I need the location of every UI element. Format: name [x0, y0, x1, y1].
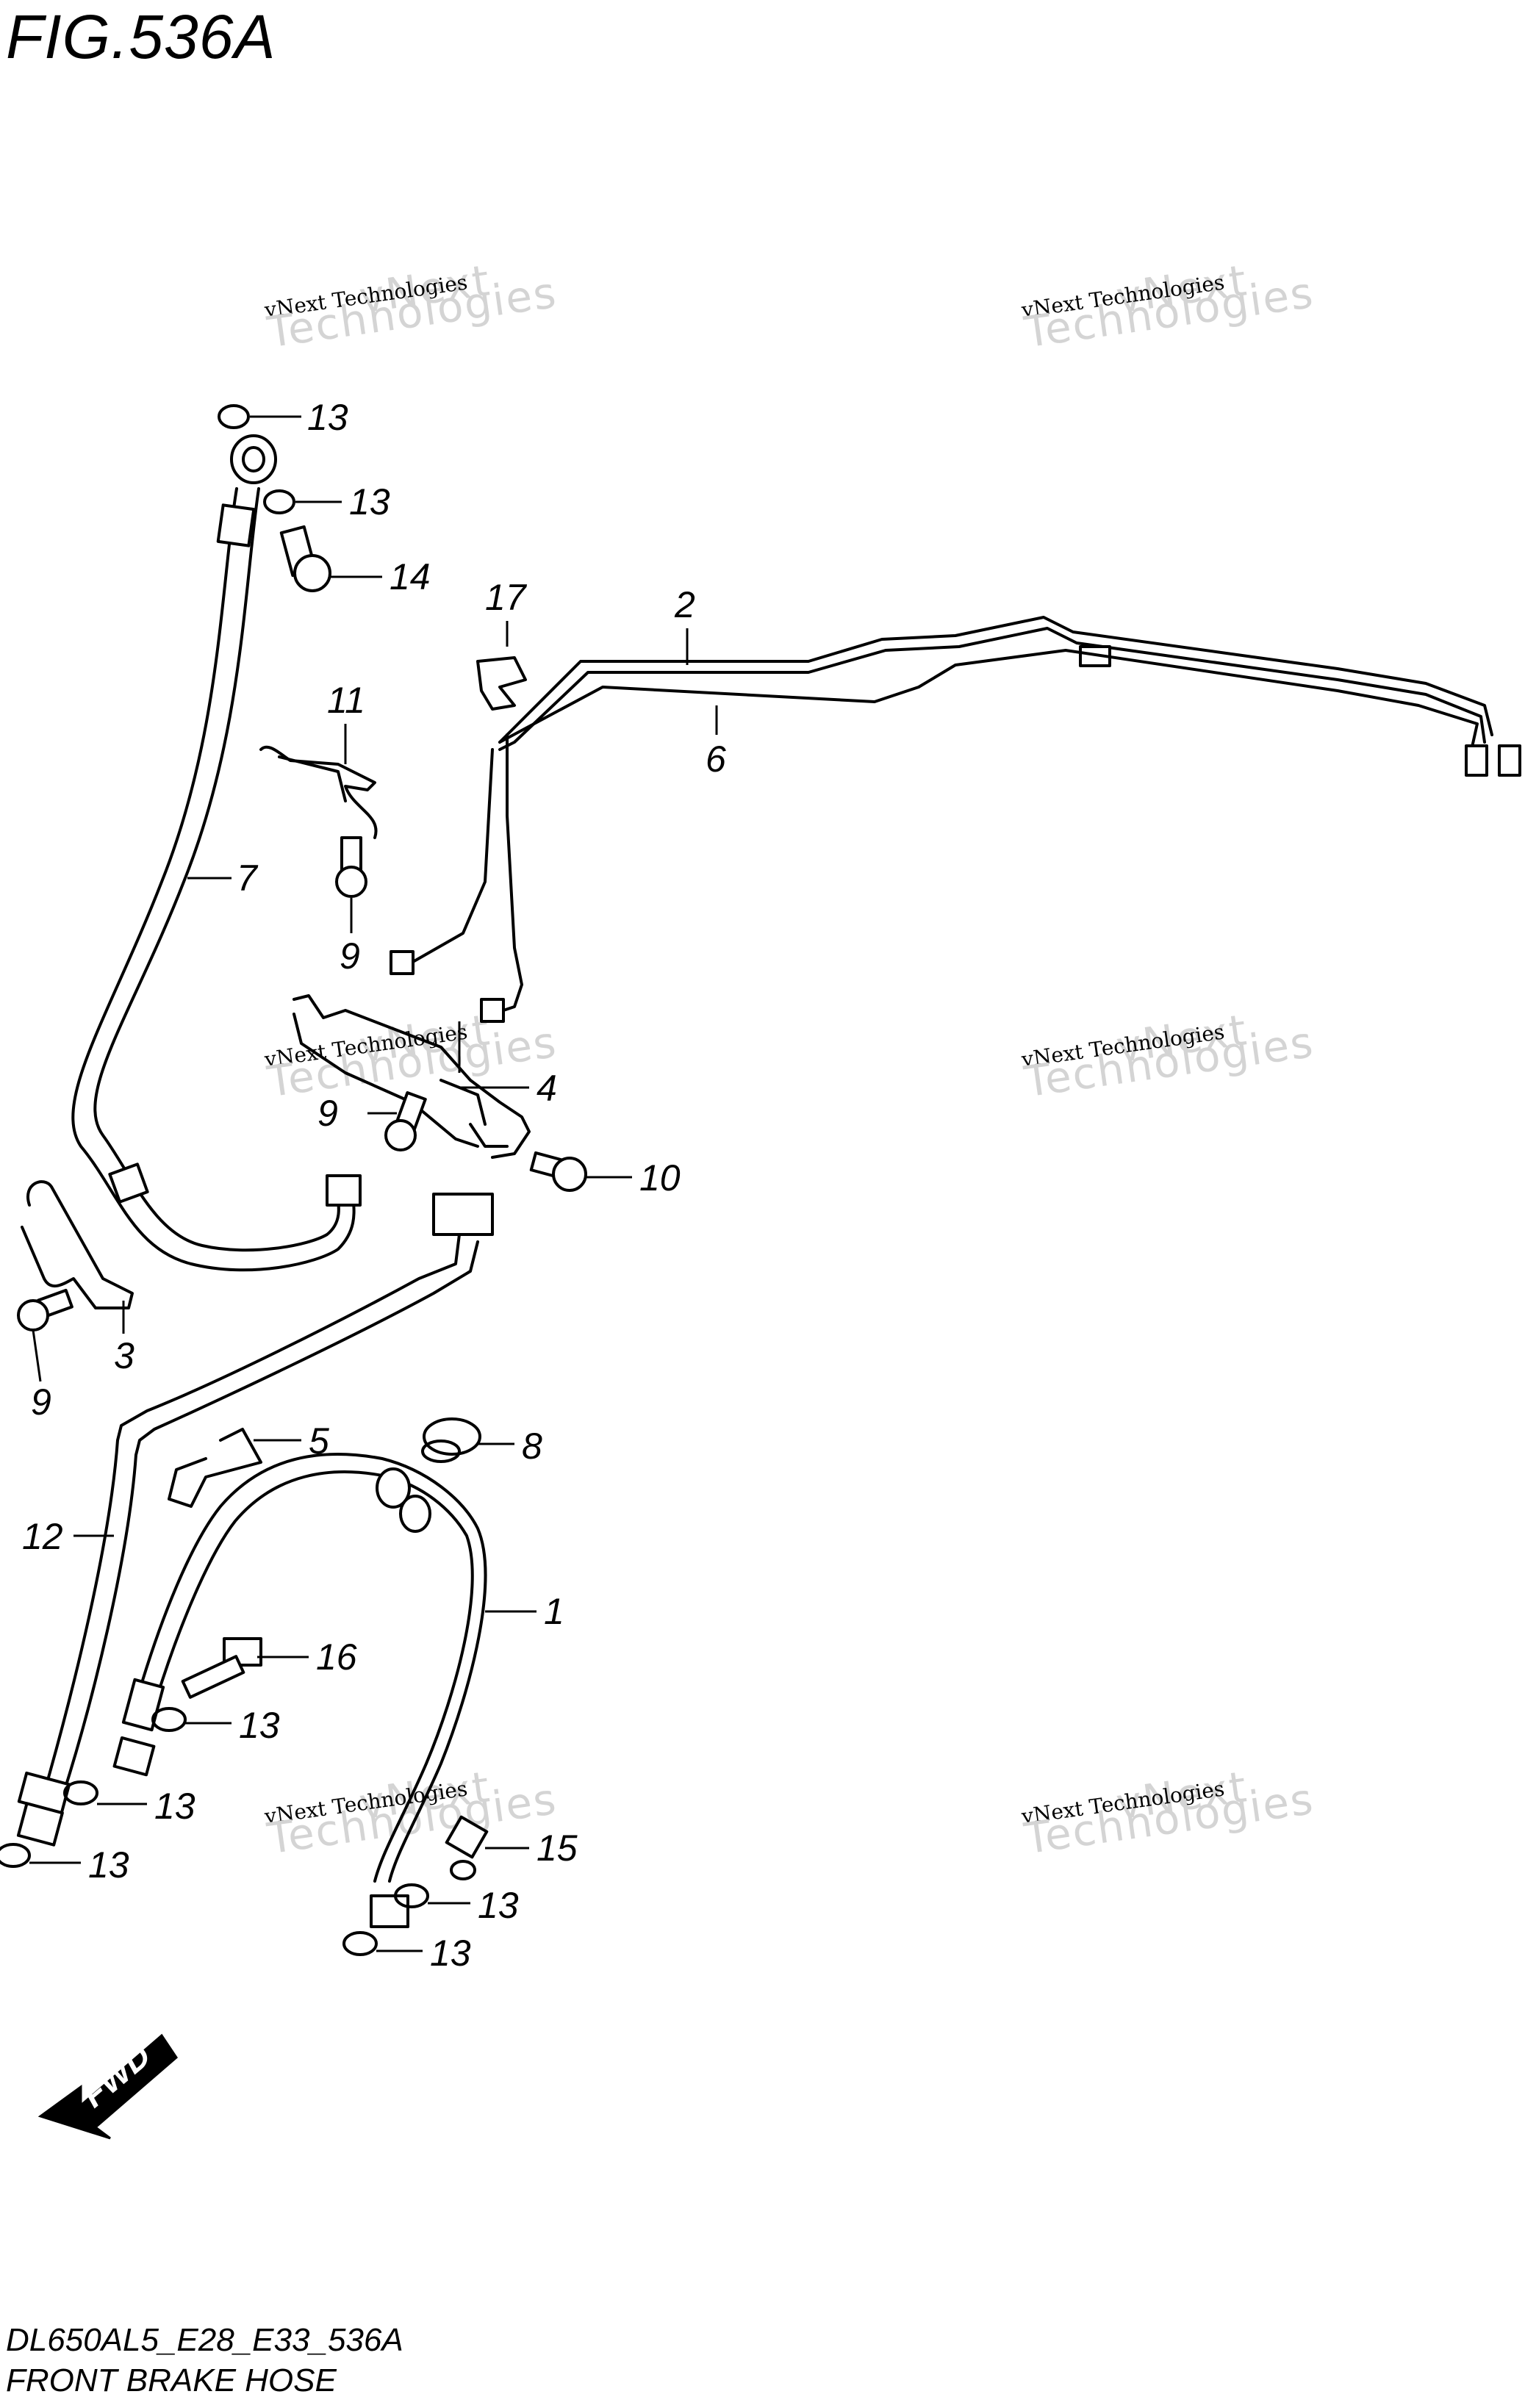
diagram-code: DL650AL5_E28_E33_536A: [6, 2322, 403, 2358]
callout-13: 13: [478, 1885, 519, 1926]
callout-6: 6: [706, 738, 726, 780]
callout-4: 4: [537, 1068, 557, 1109]
union-bolt-part-14: [279, 525, 331, 592]
callout-8: 8: [522, 1426, 542, 1467]
union-bolt-part-16: [181, 1637, 262, 1699]
callout-13: 13: [349, 481, 390, 522]
bolt-part-9: [17, 1288, 73, 1331]
callout-9: 9: [317, 1093, 338, 1134]
brake-pipe-part-6: [390, 649, 1521, 1023]
callout-9: 9: [340, 935, 360, 977]
brake-pipe-part-2: [491, 616, 1493, 1016]
callout-17: 17: [485, 577, 528, 618]
diagram-caption: FRONT BRAKE HOSE: [6, 2362, 337, 2398]
hose-part-12: [16, 1193, 494, 1847]
washer-part-13: [63, 1780, 98, 1805]
callout-11: 11: [327, 680, 365, 721]
callout-1: 1: [544, 1591, 564, 1632]
callout-13: 13: [430, 1933, 471, 1974]
callout-14: 14: [390, 556, 431, 597]
washer-part-13: [394, 1883, 429, 1908]
hose-part-7: [71, 434, 362, 1272]
clamp-part-11: [259, 745, 378, 839]
callout-13: 13: [88, 1844, 129, 1886]
washer-part-13: [218, 404, 250, 429]
callout-10: 10: [639, 1157, 681, 1198]
clip-part-5: [168, 1428, 262, 1508]
callout-9: 9: [31, 1381, 51, 1423]
forward-arrow-icon: FWD: [37, 2033, 178, 2140]
clamp-part-17: [476, 656, 527, 711]
clamp-part-8: [421, 1417, 481, 1463]
callout-2: 2: [674, 584, 695, 625]
bleeder-part-15: [445, 1815, 489, 1880]
figure-title: FIG.536A: [6, 2, 276, 71]
hose-part-1: [112, 1452, 487, 1928]
bolt-part-9: [335, 836, 367, 898]
washer-part-13: [0, 1843, 31, 1868]
leader-lines: [29, 415, 718, 1952]
washer-part-13: [342, 1931, 378, 1956]
bolt-part-10: [529, 1151, 587, 1192]
callout-13: 13: [239, 1705, 280, 1746]
bolt-part-9: [384, 1091, 427, 1151]
callout-16: 16: [316, 1636, 357, 1678]
callout-13: 13: [154, 1786, 195, 1827]
washer-part-13: [151, 1707, 187, 1732]
callout-5: 5: [309, 1420, 329, 1462]
callout-13: 13: [307, 397, 348, 438]
callout-7: 7: [237, 858, 259, 899]
callout-12: 12: [22, 1516, 63, 1557]
clamp-part-3: [21, 1180, 134, 1309]
callout-15: 15: [537, 1827, 578, 1869]
washer-part-13: [263, 489, 295, 514]
bracket-part-4: [293, 994, 531, 1159]
callout-3: 3: [114, 1335, 134, 1376]
